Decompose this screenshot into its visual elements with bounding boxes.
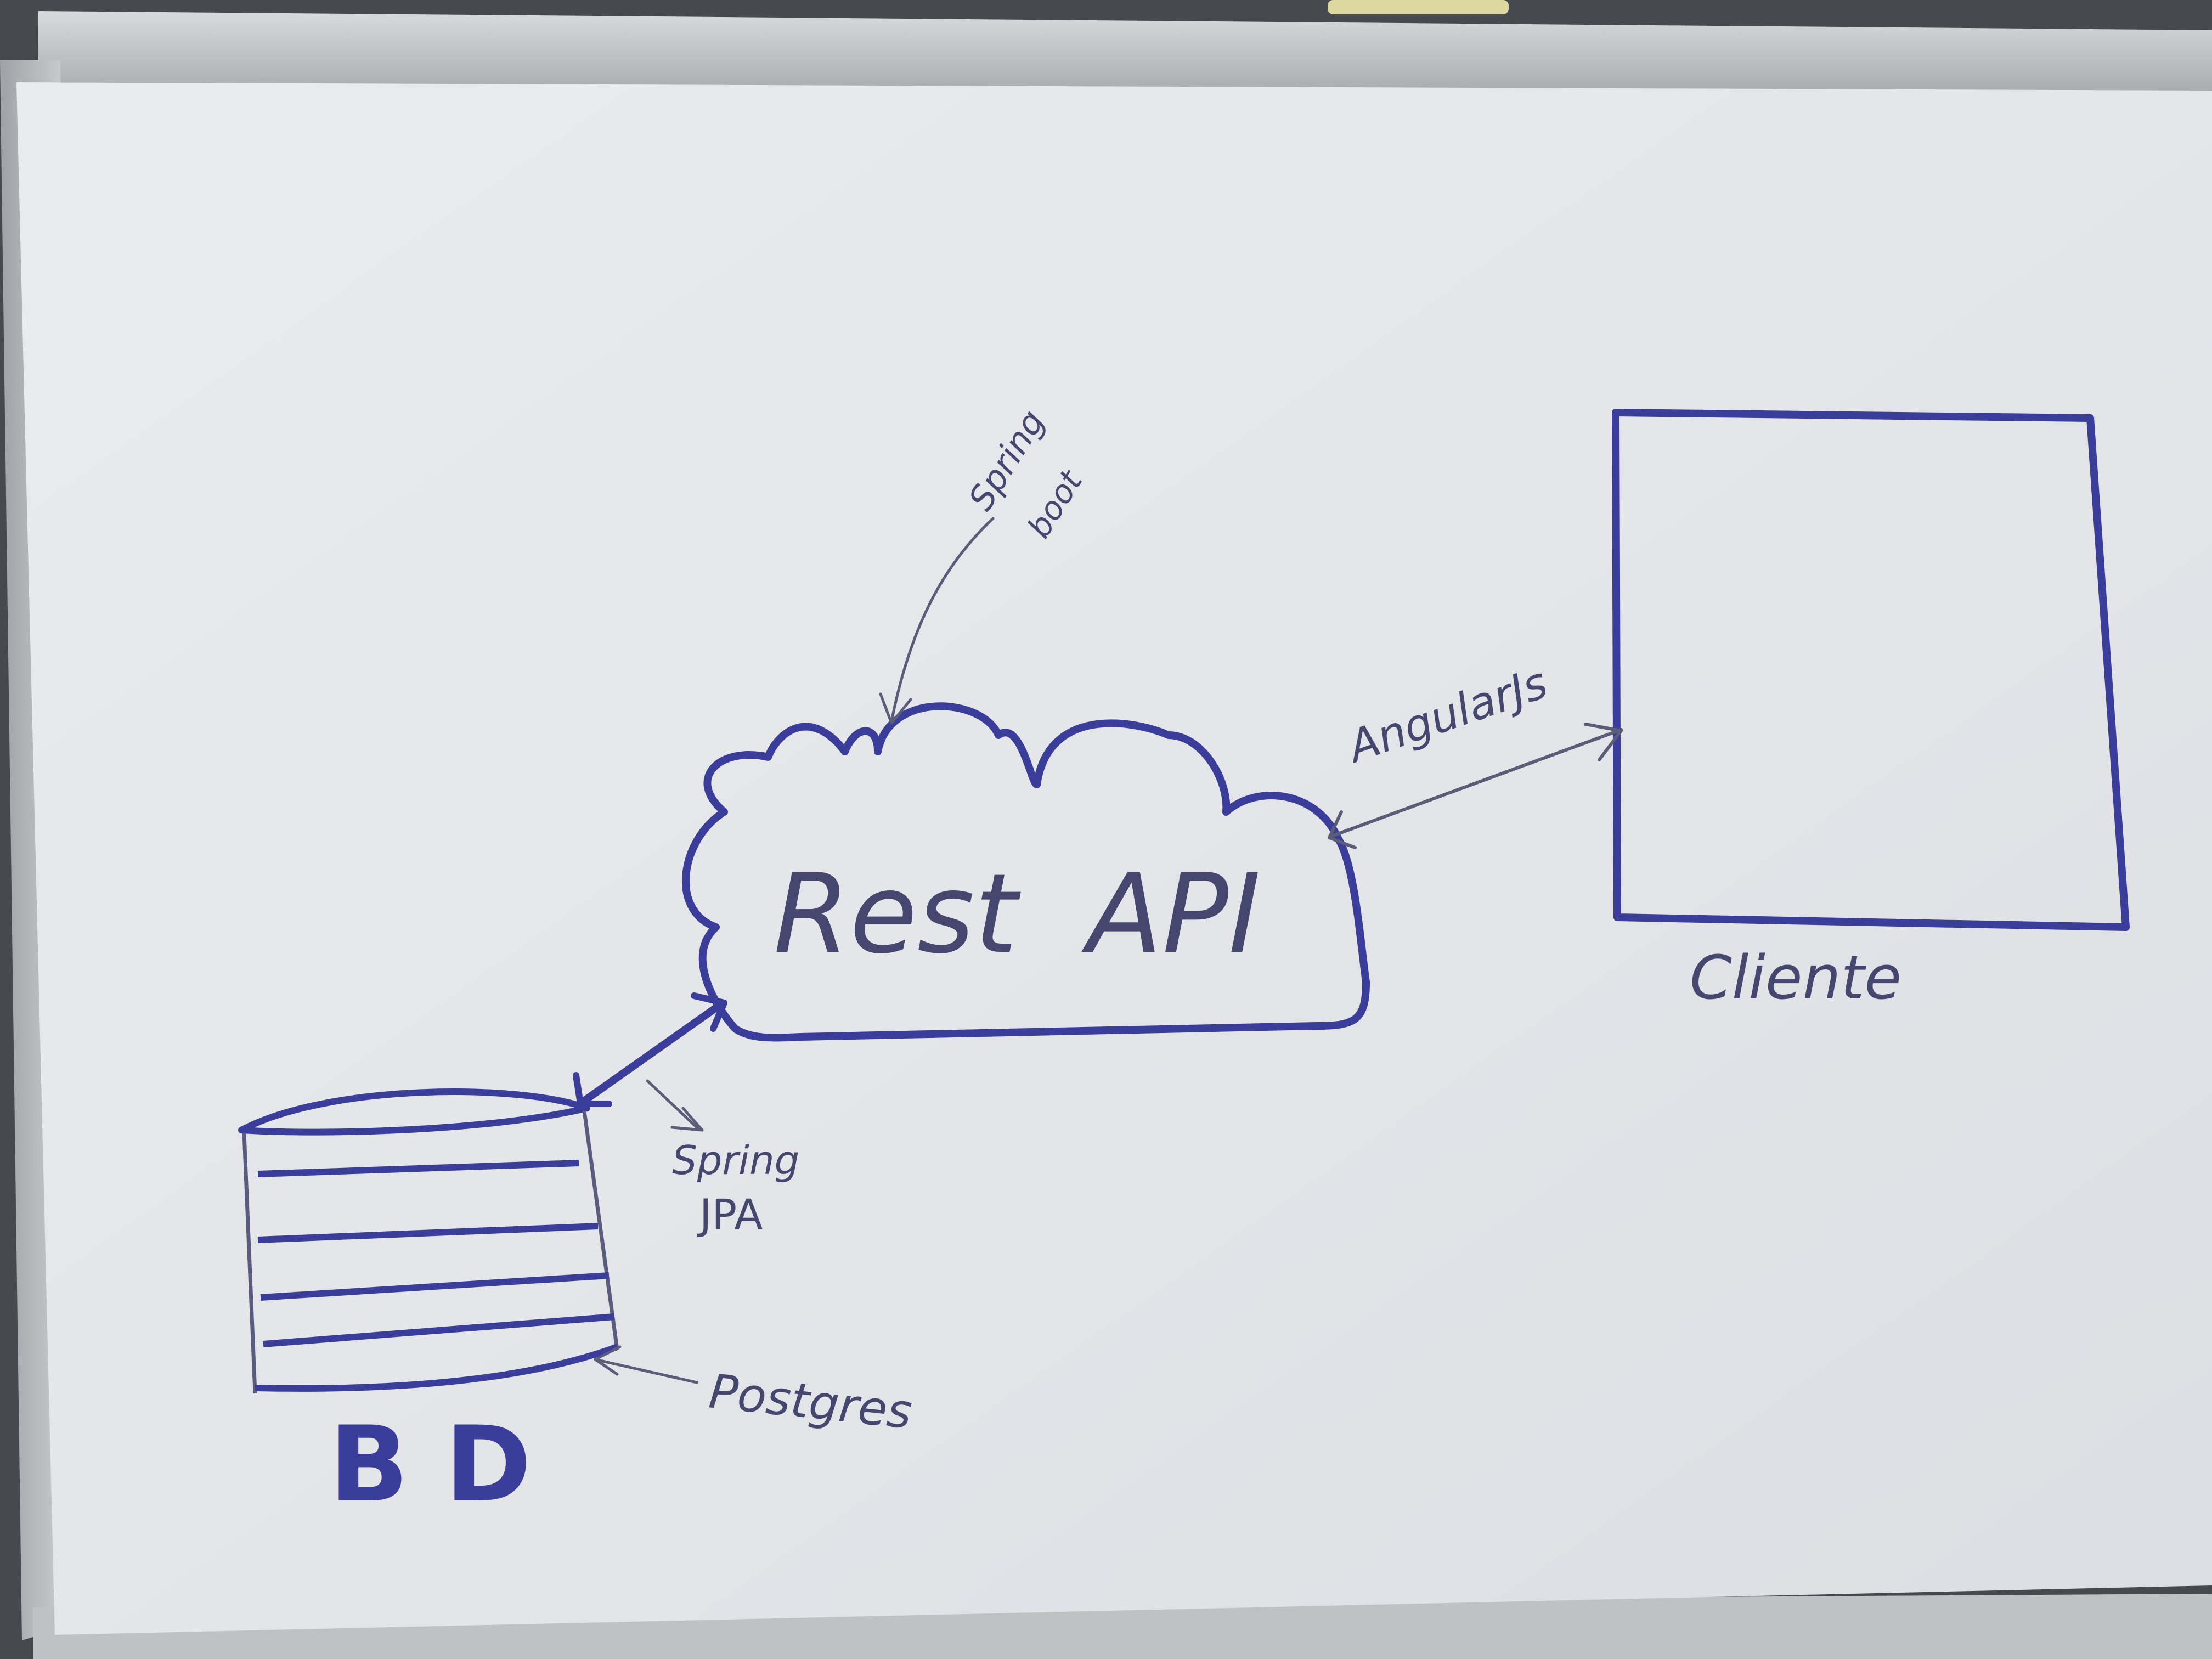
edge-db-api (573, 992, 727, 1107)
arrowhead-db-end (573, 1072, 612, 1107)
spring-jpa-pointer (646, 1079, 698, 1129)
arrowhead-client-end (1584, 723, 1623, 761)
database-side-right (582, 1110, 619, 1350)
edge-api-client-line (1329, 728, 1623, 838)
api-cloud-label: Rest API (774, 850, 1261, 978)
database-stripe (260, 1272, 610, 1301)
database-cylinder: B D (238, 1088, 619, 1525)
spring-boot-pointer-head (879, 692, 912, 725)
client-box-outline (1612, 409, 2130, 931)
marker-tray-item (1328, 0, 1509, 14)
spring-jpa-line2: JPA (697, 1190, 763, 1239)
client-box: Cliente (1612, 409, 2130, 1013)
database-stripe (257, 1223, 599, 1243)
spring-jpa-pointer-head (670, 1107, 704, 1132)
database-label: B D (329, 1404, 532, 1525)
database-stripe (257, 1160, 579, 1177)
board-surface (16, 82, 2212, 1635)
spring-jpa-line1: Spring (672, 1137, 799, 1183)
database-stripe (263, 1313, 615, 1347)
postgres-pointer (594, 1358, 698, 1384)
arrowhead-api-end-2 (1328, 810, 1357, 849)
board-frame-top (38, 11, 2212, 93)
database-top (238, 1088, 590, 1136)
postgres-pointer-head (594, 1345, 622, 1376)
spring-jpa-annotation: Spring JPA (646, 1079, 799, 1239)
api-cloud-outline (681, 702, 1370, 1042)
database-side-left (242, 1132, 257, 1394)
arrowhead-api-end (691, 992, 727, 1032)
spring-boot-pointer (890, 517, 995, 723)
database-bottom (255, 1344, 619, 1392)
client-label: Cliente (1690, 943, 1901, 1013)
api-cloud: Rest API (681, 702, 1370, 1042)
edge-db-api-line (578, 1000, 725, 1107)
